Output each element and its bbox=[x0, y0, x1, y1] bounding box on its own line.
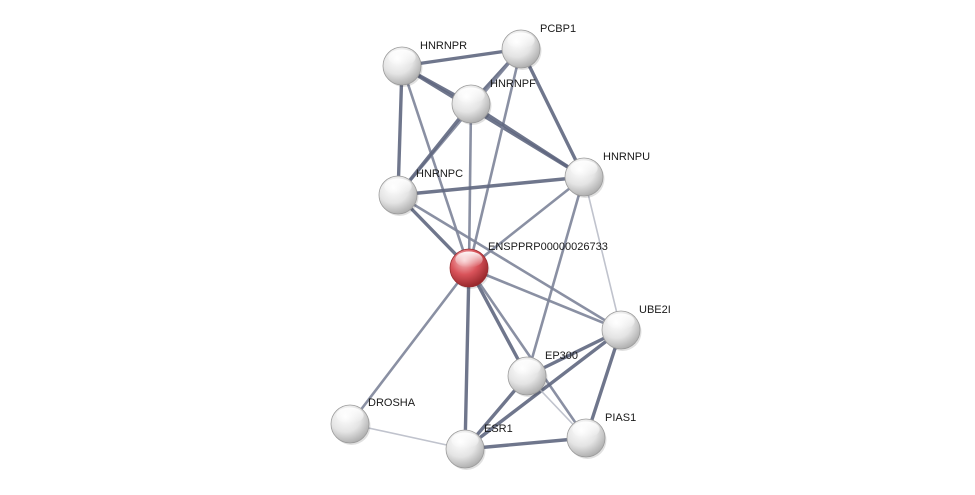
edge-hnrnpc-ube2i bbox=[396, 193, 623, 332]
node-label-drosha: DROSHA bbox=[368, 397, 416, 409]
node-label-ube2i: UBE2I bbox=[639, 304, 671, 316]
edge-hnrnpr-hnrnpc bbox=[396, 64, 404, 197]
node-gloss bbox=[507, 32, 535, 49]
node-hnrnpu[interactable]: HNRNPU bbox=[564, 151, 650, 198]
node-gloss bbox=[570, 160, 598, 177]
node-label-hnrnpr: HNRNPR bbox=[420, 40, 467, 52]
edge-hnrnpf-hnrnpc bbox=[396, 102, 473, 197]
edge-hnrnpu-ep300 bbox=[525, 175, 586, 378]
edge-enspprp00000026733-ube2i bbox=[467, 266, 623, 332]
node-pcbp1[interactable]: PCBP1 bbox=[501, 23, 576, 70]
node-ep300[interactable]: EP300 bbox=[507, 350, 578, 397]
edge-hnrnpu-enspprp00000026733 bbox=[467, 175, 586, 270]
edge-hnrnpu-ube2i bbox=[583, 176, 622, 331]
node-label-enspprp00000026733: ENSPPRP00000026733 bbox=[488, 241, 608, 253]
node-pias1[interactable]: PIAS1 bbox=[566, 412, 636, 459]
node-hnrnpc[interactable]: HNRNPC bbox=[378, 168, 463, 216]
edge-enspprp00000026733-drosha bbox=[348, 266, 471, 426]
edge-hnrnpf-hnrnpu bbox=[469, 102, 586, 179]
edge-drosha-esr1 bbox=[349, 423, 466, 450]
edge-pcbp1-hnrnpu bbox=[519, 47, 586, 179]
edge-enspprp00000026733-pias1 bbox=[467, 266, 588, 440]
node-label-pias1: PIAS1 bbox=[605, 412, 636, 424]
node-label-ep300: EP300 bbox=[545, 350, 578, 362]
node-gloss bbox=[513, 359, 541, 376]
edge-hnrnpr-enspprp00000026733 bbox=[400, 64, 471, 270]
node-gloss bbox=[572, 421, 600, 438]
node-ube2i[interactable]: UBE2I bbox=[601, 304, 671, 351]
edge-hnrnpc-hnrnpu bbox=[396, 175, 586, 197]
edge-hnrnpf-enspprp00000026733 bbox=[467, 102, 473, 270]
edge-enspprp00000026733-ep300 bbox=[467, 266, 529, 378]
node-label-hnrnpf: HNRNPF bbox=[490, 78, 536, 90]
node-gloss bbox=[451, 432, 479, 449]
edge-enspprp00000026733-esr1 bbox=[463, 266, 471, 451]
edge-hnrnpr-pcbp1 bbox=[400, 47, 523, 68]
node-gloss bbox=[455, 251, 483, 268]
node-gloss bbox=[607, 313, 635, 330]
node-drosha[interactable]: DROSHA bbox=[330, 397, 416, 445]
node-gloss bbox=[388, 49, 416, 66]
node-gloss bbox=[336, 407, 364, 424]
node-label-esr1: ESR1 bbox=[484, 423, 513, 435]
node-enspprp00000026733[interactable]: ENSPPRP00000026733 bbox=[449, 241, 608, 289]
node-label-hnrnpc: HNRNPC bbox=[416, 168, 463, 180]
edge-esr1-pias1 bbox=[463, 436, 588, 451]
node-label-hnrnpu: HNRNPU bbox=[603, 151, 650, 163]
node-gloss bbox=[384, 178, 412, 195]
node-hnrnpr[interactable]: HNRNPR bbox=[382, 40, 467, 87]
node-hnrnpf[interactable]: HNRNPF bbox=[451, 78, 536, 125]
edge-pcbp1-enspprp00000026733 bbox=[467, 47, 523, 270]
node-label-pcbp1: PCBP1 bbox=[540, 23, 576, 35]
node-gloss bbox=[457, 87, 485, 104]
edge-ube2i-esr1 bbox=[463, 328, 623, 451]
node-esr1[interactable]: ESR1 bbox=[445, 423, 513, 470]
